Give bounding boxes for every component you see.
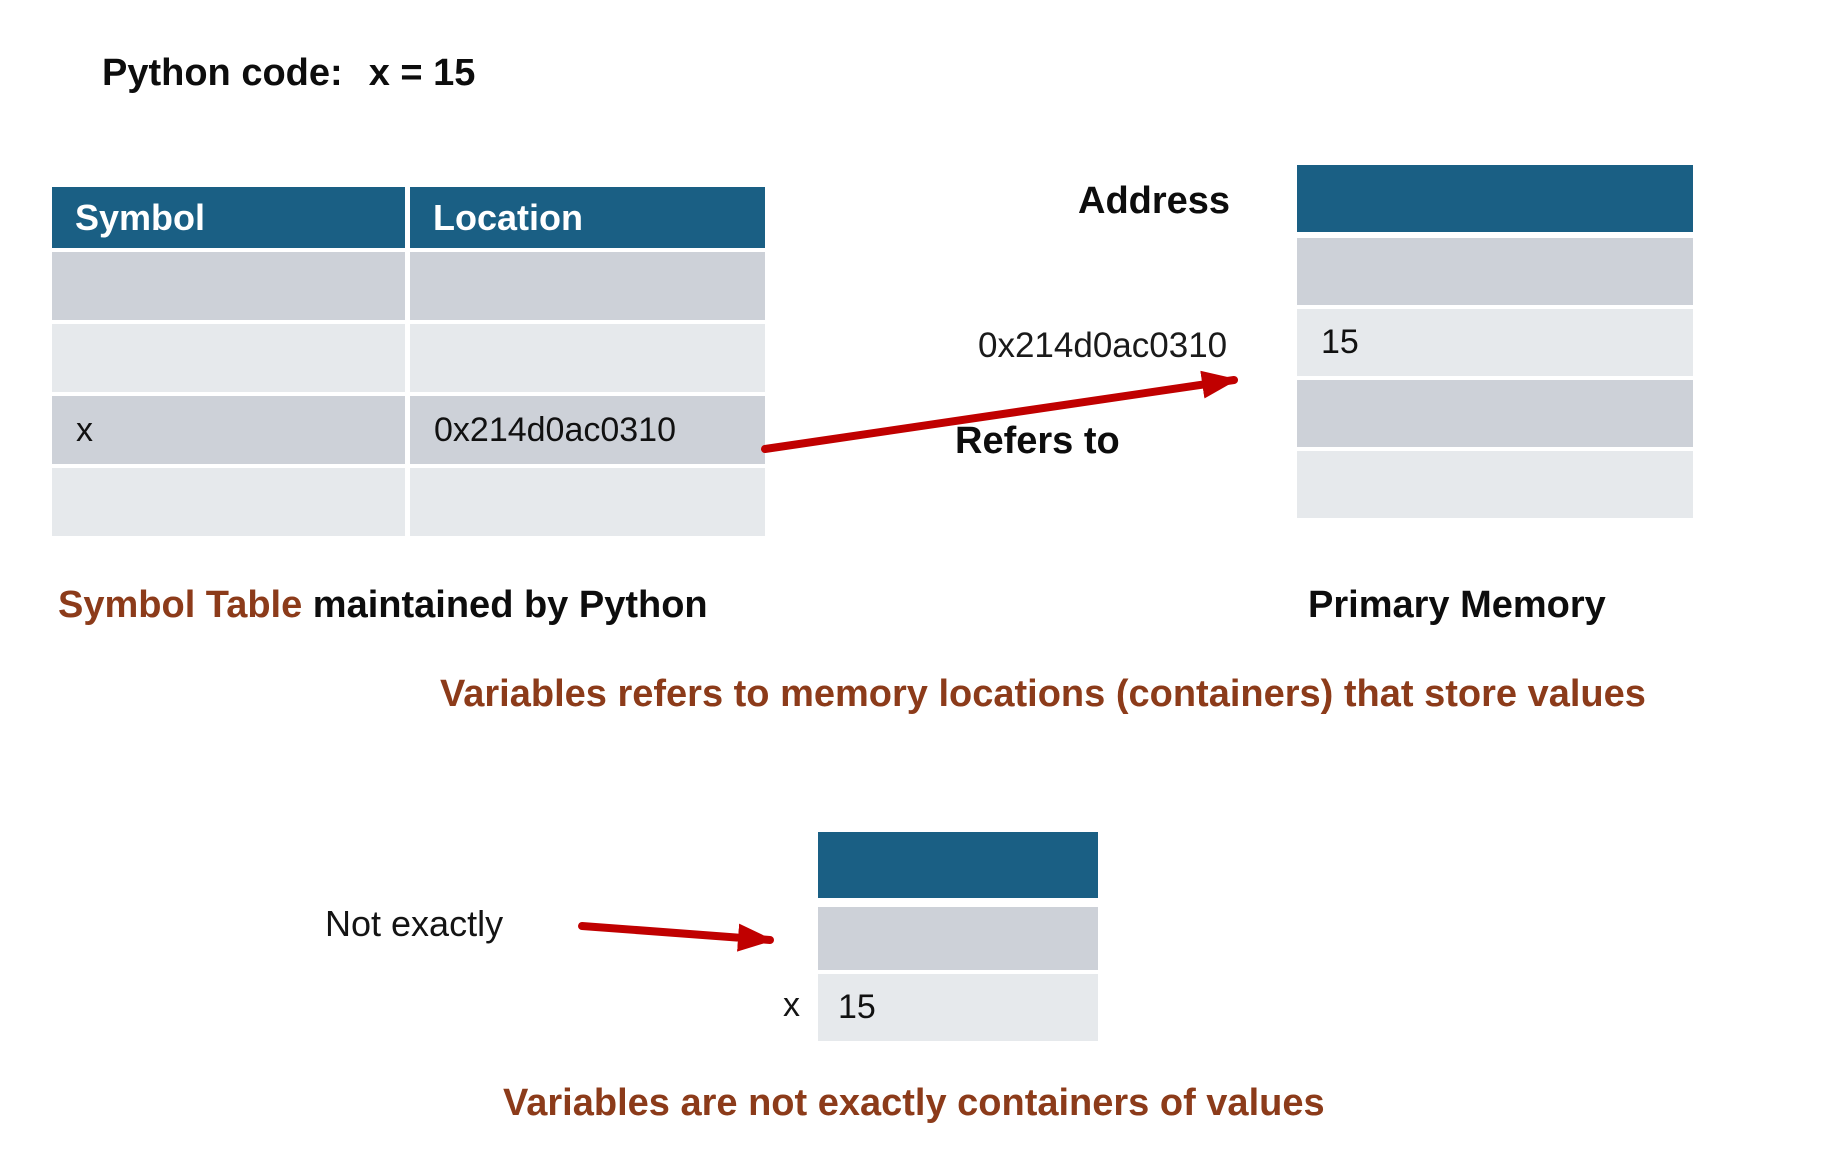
symbol-table-row <box>52 468 765 536</box>
symbol-table-row <box>52 324 765 392</box>
variable-x-label: x <box>783 986 800 1024</box>
memory-cell <box>1297 380 1693 447</box>
refers-to-label: Refers to <box>955 420 1120 462</box>
symbol-table-caption: Symbol Table maintained by Python <box>58 584 708 627</box>
python-code-label: Python code: <box>102 52 343 94</box>
symbol-table-caption-rest: maintained by Python <box>302 584 708 626</box>
variables-refer-note: Variables refers to memory locations (co… <box>440 673 1646 715</box>
memory-table-header <box>1297 165 1693 232</box>
location-cell-address: 0x214d0ac0310 <box>410 396 765 464</box>
memory-cell-value: 15 <box>1297 309 1693 376</box>
not-containers-caption: Variables are not exactly containers of … <box>503 1082 1325 1124</box>
container-table-header <box>818 832 1098 898</box>
symbol-table-row-x: x 0x214d0ac0310 <box>52 396 765 464</box>
symbol-table: Symbol Location x 0x214d0ac0310 <box>52 187 765 540</box>
not-exactly-label: Not exactly <box>325 903 504 944</box>
memory-address-text: 0x214d0ac0310 <box>978 326 1228 365</box>
symbol-header-cell: Symbol <box>52 187 405 248</box>
python-code-value: x = 15 <box>368 52 476 94</box>
address-label: Address <box>1078 180 1231 222</box>
container-cell-value: 15 <box>818 974 1098 1041</box>
symbol-cell <box>52 468 405 536</box>
python-code-title: Python code: x = 15 <box>102 52 475 95</box>
symbol-cell <box>52 252 405 320</box>
not-exactly-arrow-icon <box>578 922 774 952</box>
location-cell <box>410 324 765 392</box>
primary-memory-caption: Primary Memory <box>1308 584 1606 626</box>
primary-memory-table: 15 <box>1297 165 1693 518</box>
container-cell <box>818 907 1098 970</box>
symbol-table-row <box>52 252 765 320</box>
memory-cell <box>1297 451 1693 518</box>
location-cell <box>410 468 765 536</box>
container-table: 15 <box>818 832 1098 1041</box>
symbol-table-header-row: Symbol Location <box>52 187 765 248</box>
symbol-cell <box>52 324 405 392</box>
location-header-cell: Location <box>410 187 765 248</box>
symbol-table-caption-highlight: Symbol Table <box>58 584 303 626</box>
symbol-cell-x: x <box>52 396 405 464</box>
location-cell <box>410 252 765 320</box>
memory-cell <box>1297 238 1693 305</box>
